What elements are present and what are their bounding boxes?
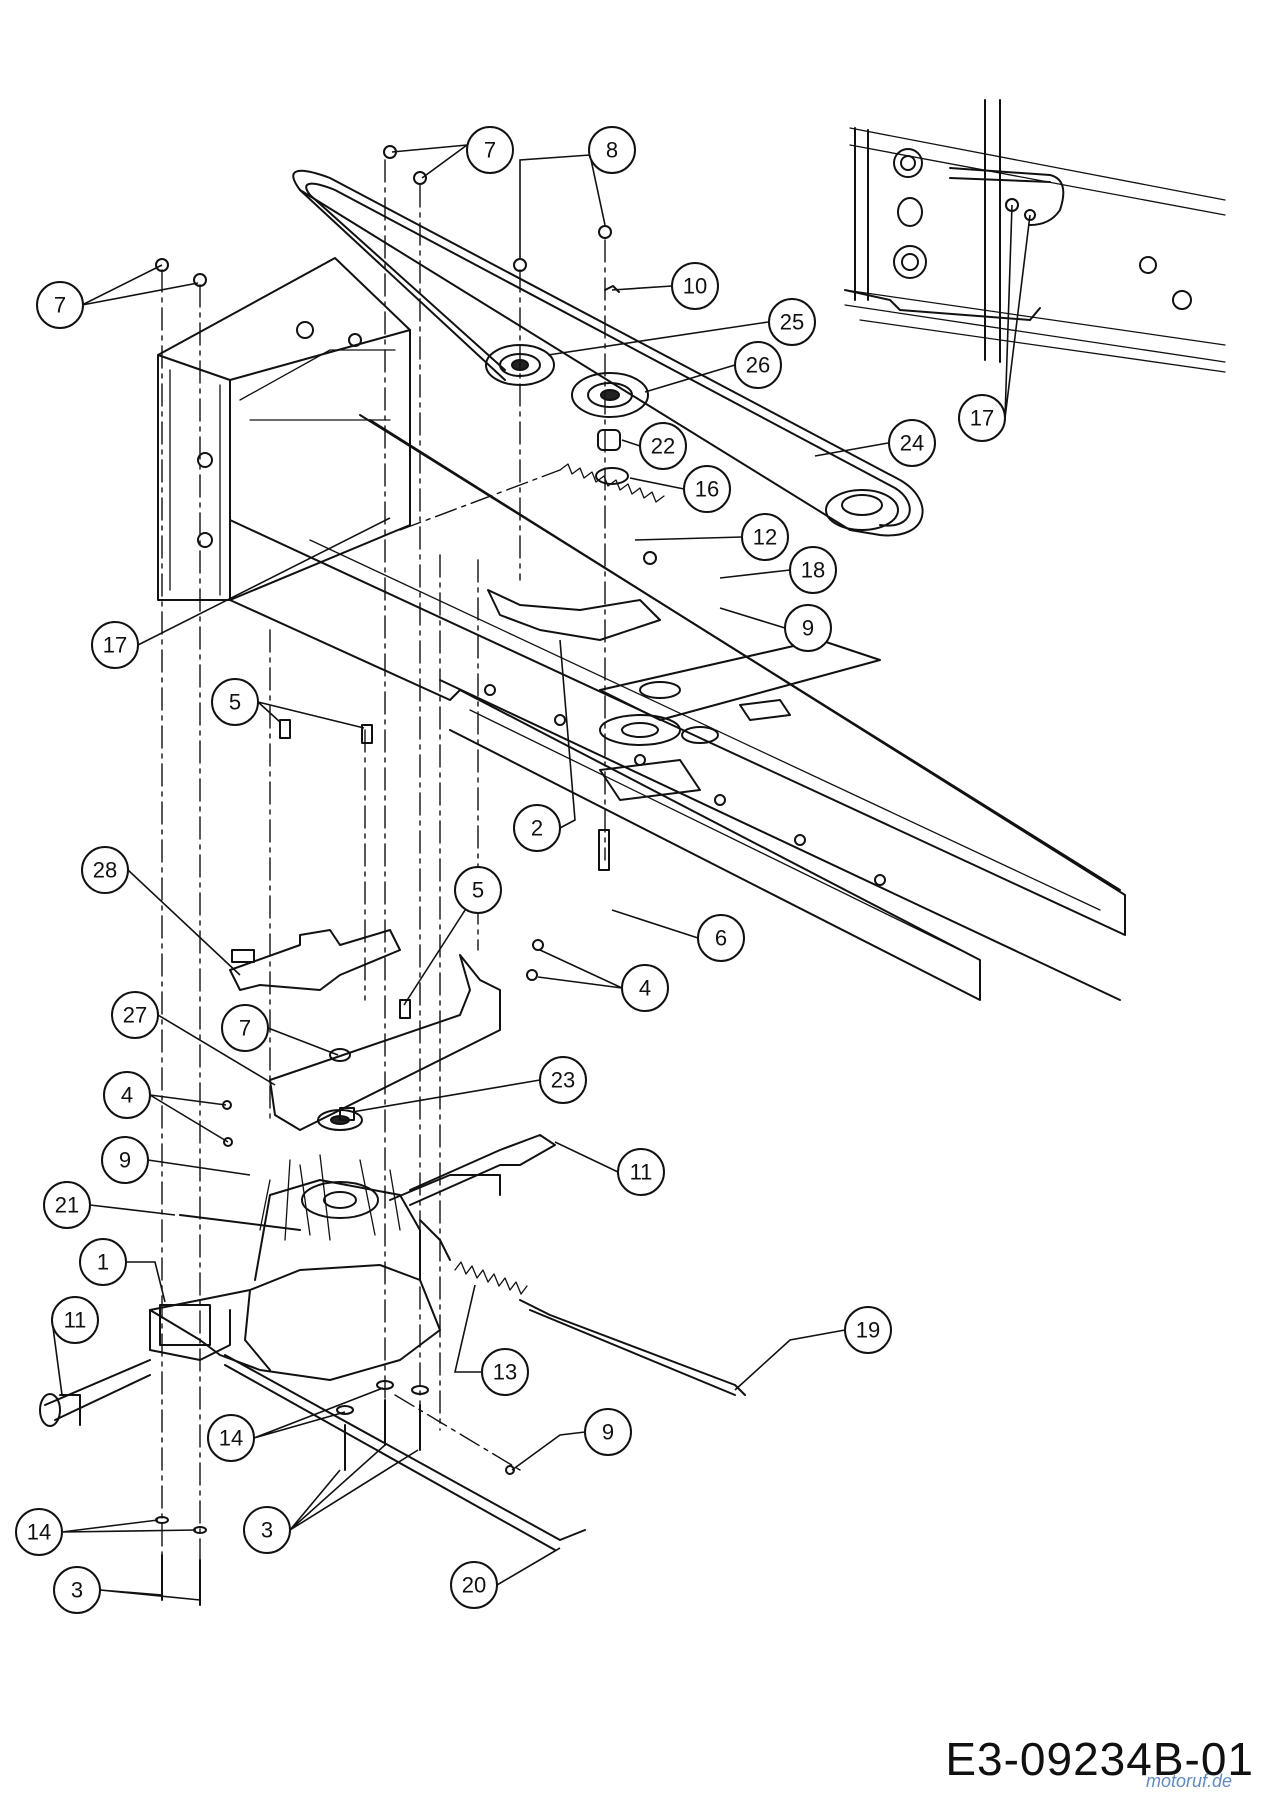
control-rods	[179, 1214, 746, 1551]
callout-12: 12	[634, 513, 789, 561]
drive-belt	[292, 169, 924, 537]
svg-text:5: 5	[229, 690, 241, 715]
callout-16: 16	[629, 465, 731, 513]
callout-28: 28	[81, 846, 241, 976]
svg-text:7: 7	[484, 138, 496, 163]
svg-text:17: 17	[970, 406, 994, 431]
callout-11-left: 11	[51, 1296, 99, 1396]
svg-text:23: 23	[551, 1068, 575, 1093]
watermark: motoruf.de	[1145, 1771, 1232, 1791]
svg-text:9: 9	[119, 1148, 131, 1173]
svg-text:10: 10	[683, 274, 707, 299]
svg-text:12: 12	[753, 525, 777, 550]
callout-18: 18	[719, 546, 837, 594]
svg-text:22: 22	[651, 434, 675, 459]
callout-19: 19	[734, 1306, 892, 1391]
callout-21: 21	[43, 1181, 176, 1229]
callout-4-left: 4	[103, 1071, 229, 1143]
bottom-fasteners	[155, 1380, 429, 1606]
callout-2: 2	[513, 639, 576, 852]
line-drawing	[39, 99, 1226, 1606]
callout-6: 6	[611, 909, 745, 962]
svg-text:8: 8	[606, 138, 618, 163]
callout-7-left: 7	[36, 264, 199, 329]
callout-1: 1	[79, 1238, 166, 1303]
callout-13: 13	[453, 1284, 529, 1396]
callout-8: 8	[519, 126, 636, 258]
callout-11-right: 11	[554, 1141, 665, 1196]
callout-4-right: 4	[537, 949, 669, 1012]
svg-text:1: 1	[97, 1250, 109, 1275]
svg-text:9: 9	[802, 616, 814, 641]
callout-9-bottom: 9	[511, 1408, 632, 1471]
svg-text:28: 28	[93, 858, 117, 883]
svg-text:5: 5	[472, 878, 484, 903]
callout-5-mid: 5	[403, 866, 502, 1006]
callout-7-top: 7	[391, 126, 514, 179]
frame-rails	[229, 414, 1126, 1001]
callout-17-left: 17	[91, 517, 391, 669]
callout-5-top: 5	[211, 678, 365, 729]
svg-text:7: 7	[239, 1016, 251, 1041]
svg-text:11: 11	[630, 1160, 653, 1185]
svg-text:9: 9	[602, 1420, 614, 1445]
callout-23: 23	[351, 1056, 587, 1113]
svg-text:14: 14	[27, 1520, 51, 1545]
svg-text:18: 18	[801, 558, 825, 583]
svg-text:13: 13	[493, 1360, 517, 1385]
svg-text:21: 21	[55, 1193, 79, 1218]
callout-14-mid: 14	[207, 1387, 384, 1462]
callout-14-left: 14	[15, 1508, 197, 1556]
callout-22: 22	[621, 422, 687, 470]
svg-text:4: 4	[639, 976, 651, 1001]
return-spring	[454, 1261, 528, 1295]
svg-text:16: 16	[695, 477, 719, 502]
svg-text:27: 27	[123, 1003, 147, 1028]
callout-26: 26	[644, 341, 782, 393]
callout-9-mid: 9	[101, 1136, 251, 1184]
svg-text:3: 3	[261, 1518, 273, 1543]
svg-text:4: 4	[121, 1083, 133, 1108]
callout-9-top: 9	[719, 604, 832, 652]
svg-text:25: 25	[780, 310, 804, 335]
svg-text:26: 26	[746, 353, 770, 378]
callout-25: 25	[547, 298, 816, 356]
callout-3-mid: 3	[243, 1444, 419, 1554]
svg-text:7: 7	[54, 293, 66, 318]
svg-text:14: 14	[219, 1426, 243, 1451]
callout-10: 10	[611, 262, 719, 310]
alignment-lines	[161, 159, 606, 1606]
crossmember	[599, 639, 881, 746]
document-code: E3-09234B-01	[945, 1733, 1254, 1785]
chassis-rear-frame	[157, 257, 411, 601]
svg-text:6: 6	[715, 926, 727, 951]
svg-text:20: 20	[462, 1573, 486, 1598]
right-axle	[409, 1134, 556, 1206]
idler-arm	[487, 589, 661, 641]
svg-text:19: 19	[856, 1318, 880, 1343]
inset-detail	[844, 99, 1226, 373]
callout-7-mid: 7	[221, 1004, 339, 1056]
svg-text:2: 2	[531, 816, 543, 841]
callout-20: 20	[450, 1547, 561, 1609]
callout-3-left: 3	[53, 1566, 201, 1614]
svg-text:3: 3	[71, 1578, 83, 1603]
bracket-28	[229, 929, 401, 991]
callout-17-inset: 17	[958, 204, 1031, 442]
svg-text:11: 11	[64, 1308, 87, 1333]
callout-27: 27	[111, 991, 276, 1086]
tension-spring	[559, 463, 665, 503]
callout-24: 24	[814, 419, 936, 467]
svg-text:17: 17	[103, 633, 127, 658]
callouts: 7 8 7 10 25 26 22 24	[15, 126, 1031, 1614]
svg-text:24: 24	[900, 431, 924, 456]
